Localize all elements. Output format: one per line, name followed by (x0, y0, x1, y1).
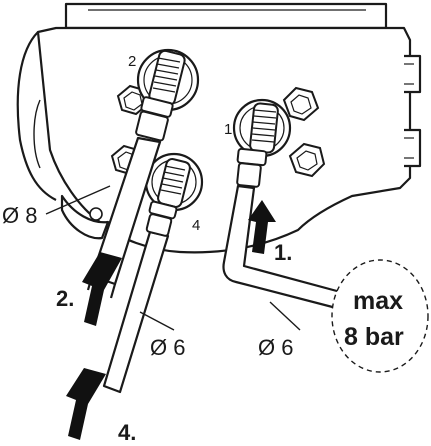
fitting-port-1 (236, 102, 279, 188)
leader-d6-middle (139, 311, 175, 331)
pressure-callout-bubble (331, 259, 429, 373)
bolt-upper-right (282, 86, 320, 122)
diameter-d8-label: Ø 8 (2, 203, 37, 228)
fitting-port-2 (135, 49, 186, 142)
fittings (135, 49, 279, 237)
tube-d6-right (222, 184, 350, 312)
step-4-label: 4. (118, 420, 136, 445)
fitting-port-4 (145, 158, 191, 237)
housing (16, 2, 422, 254)
insertion-arrows (66, 200, 276, 440)
step-1-label: 1. (274, 240, 292, 265)
bolt-lower-right (288, 142, 326, 178)
diameter-d6-middle-label: Ø 6 (150, 335, 185, 360)
arrow-step-4 (66, 368, 106, 440)
port-2-label: 2 (128, 53, 136, 70)
leader-d8 (45, 185, 111, 215)
diameter-d6-right-label: Ø 6 (258, 335, 293, 360)
step-2-label: 2. (56, 286, 74, 311)
pressure-value-label: 8 bar (344, 323, 404, 351)
port-1-label: 1 (224, 121, 232, 138)
pressure-max-label: max (353, 287, 403, 315)
port-4-label: 4 (192, 217, 200, 234)
leader-d6-right (269, 301, 301, 331)
arrow-step-1 (248, 200, 276, 254)
arrow-step-2 (82, 252, 122, 326)
leader-lines (45, 185, 301, 331)
